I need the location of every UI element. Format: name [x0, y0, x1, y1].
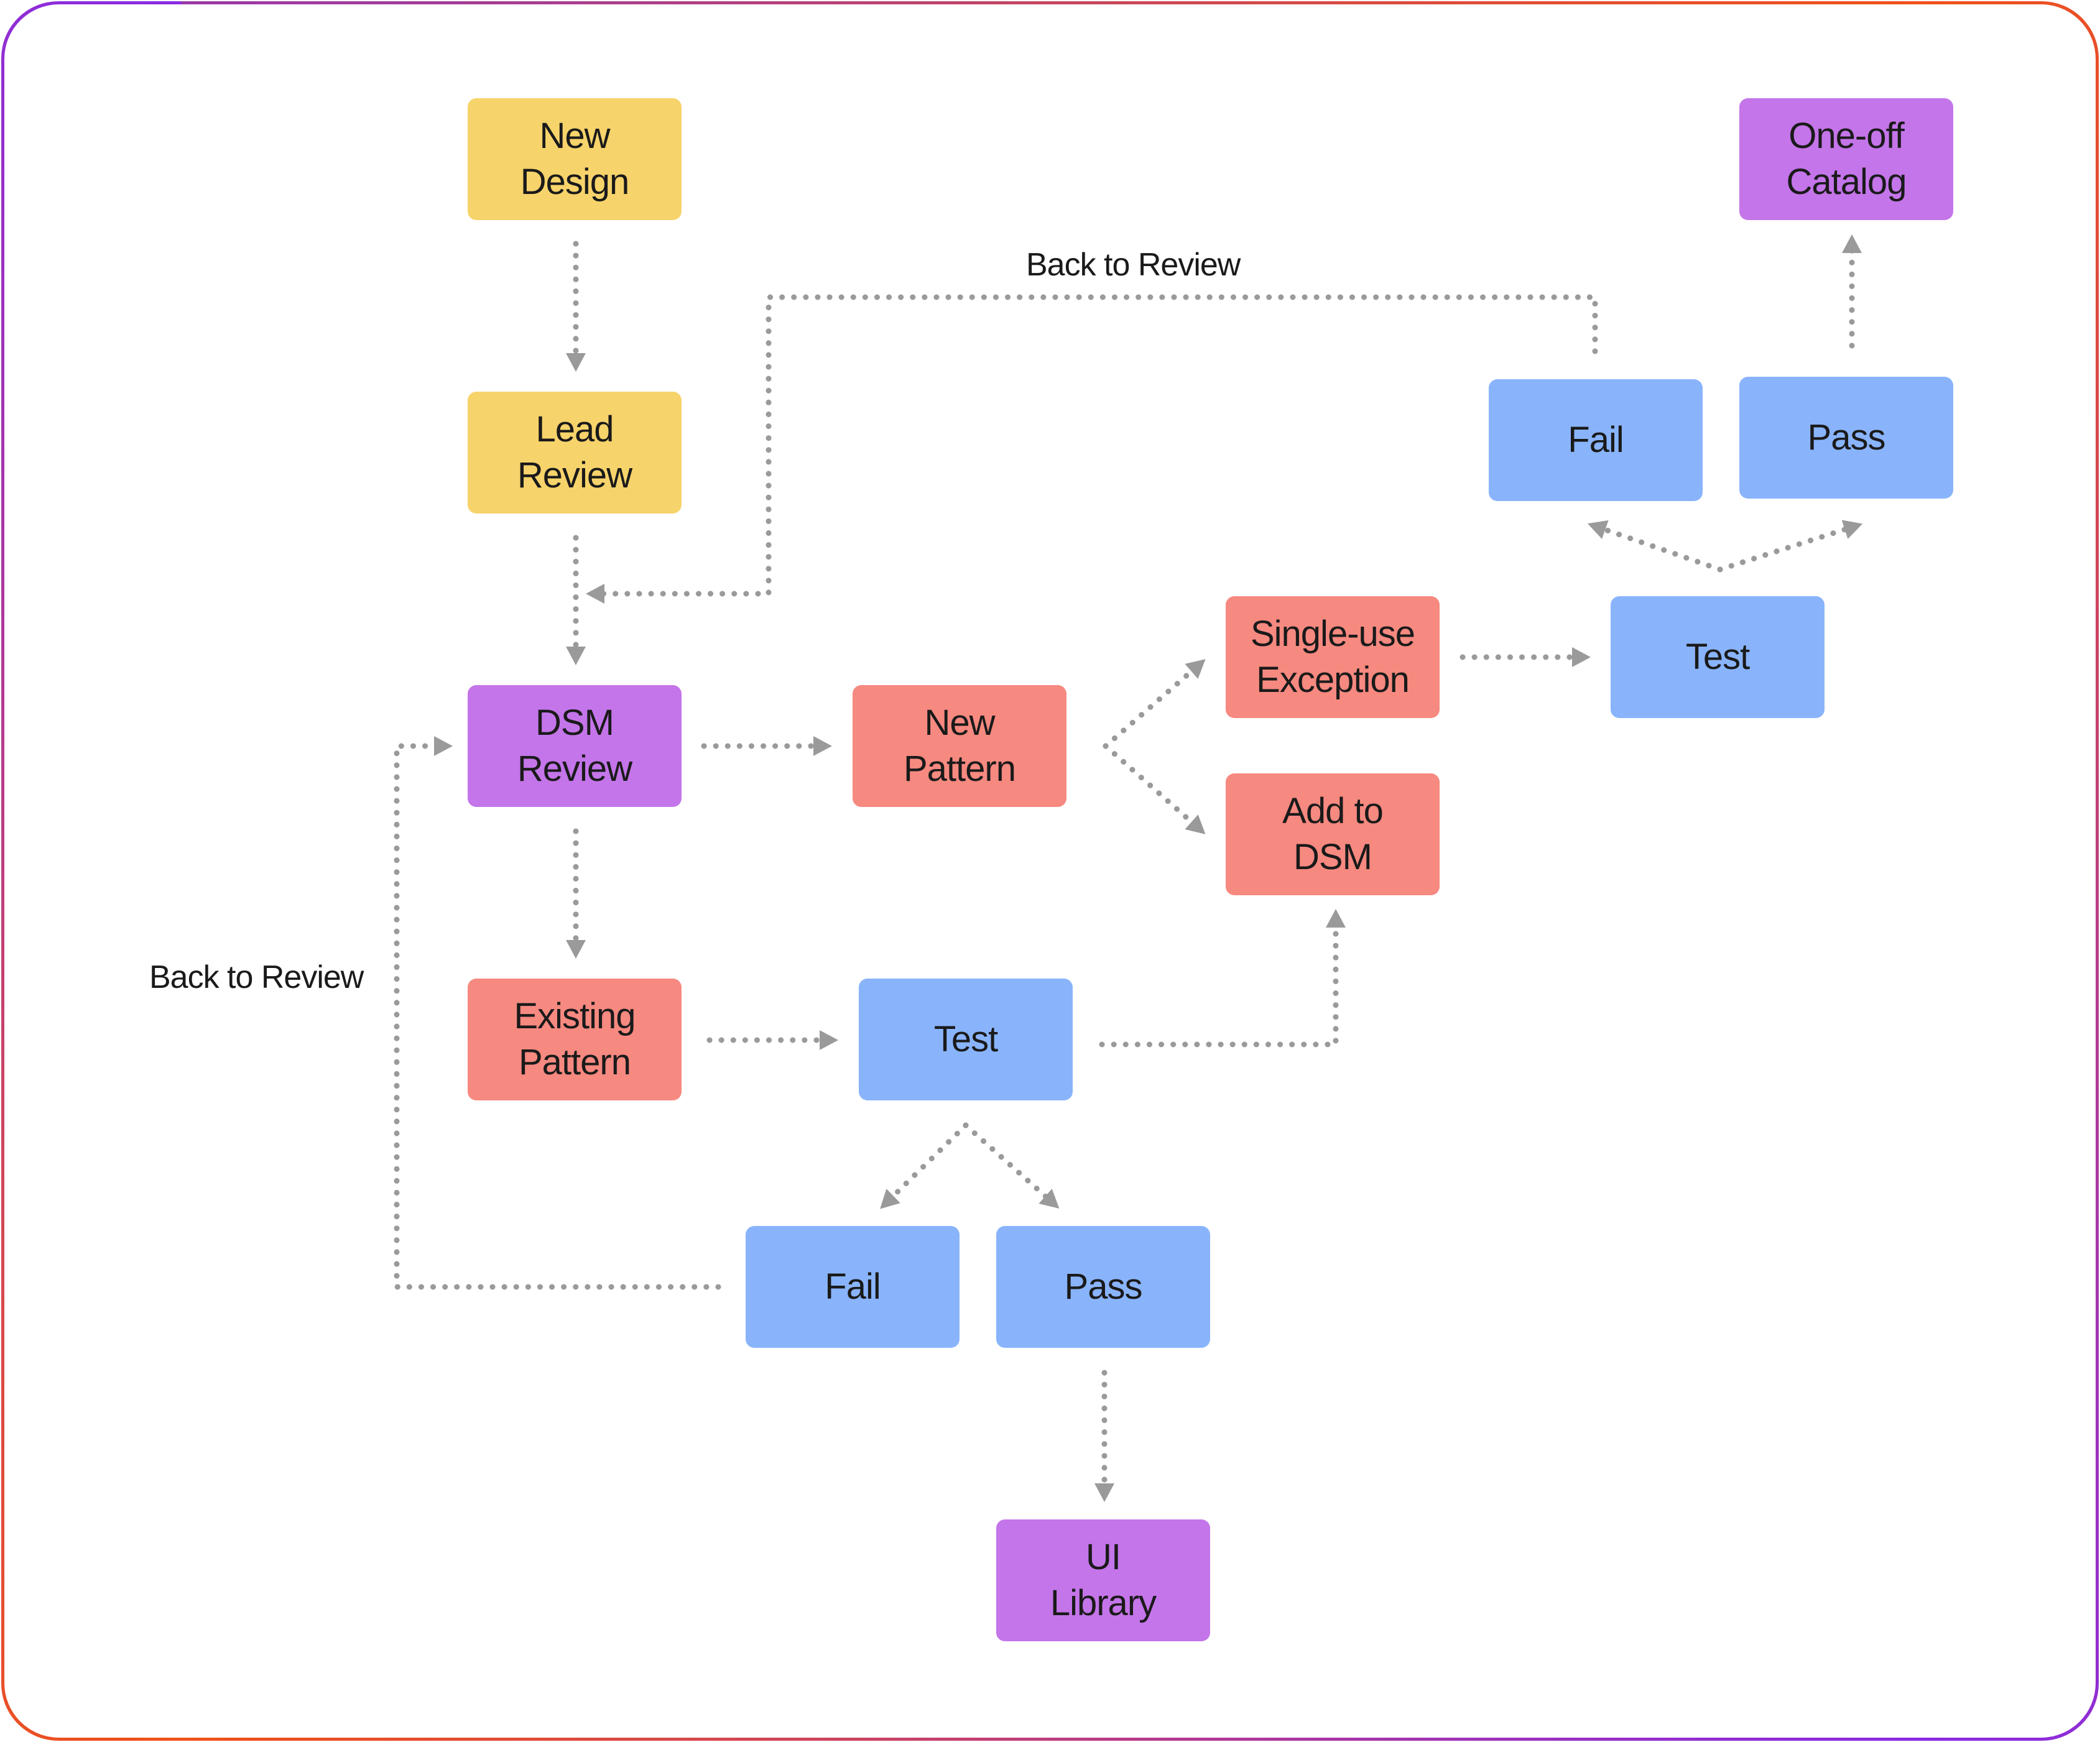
node-lead-review-line1: Lead: [535, 409, 614, 449]
node-existing-pattern-line1: Existing: [514, 996, 636, 1036]
node-new-pattern[interactable]: New Pattern: [853, 685, 1066, 807]
node-existing-pattern-line2: Pattern: [519, 1042, 631, 1082]
node-add-to-dsm-line1: Add to: [1282, 791, 1384, 831]
node-fail-top-line1: Fail: [1568, 420, 1624, 460]
node-dsm-review-line2: Review: [517, 749, 632, 789]
node-test-exception-line1: Test: [1685, 637, 1750, 677]
node-one-off-catalog-line1: One-off: [1788, 116, 1904, 156]
node-dsm-review[interactable]: DSM Review: [468, 685, 682, 807]
edge-label-back-to-review-left: Back to Review: [149, 959, 364, 995]
node-test-existing-line1: Test: [933, 1019, 998, 1059]
node-pass-bottom-line1: Pass: [1064, 1266, 1143, 1307]
node-ui-library-line2: Library: [1050, 1583, 1157, 1623]
node-add-to-dsm-line2: DSM: [1293, 837, 1372, 877]
node-existing-pattern[interactable]: Existing Pattern: [468, 979, 682, 1100]
node-test-existing[interactable]: Test: [859, 979, 1073, 1100]
node-new-design-line1: New: [539, 116, 610, 156]
node-pass-bottom[interactable]: Pass: [996, 1226, 1210, 1348]
node-single-use-exception-line1: Single-use: [1250, 614, 1415, 654]
node-add-to-dsm[interactable]: Add to DSM: [1226, 773, 1440, 895]
node-lead-review[interactable]: Lead Review: [468, 392, 682, 514]
node-single-use-exception-line2: Exception: [1256, 660, 1410, 700]
node-new-design-line2: Design: [520, 162, 630, 202]
edge-label-back-to-review-top: Back to Review: [1026, 247, 1241, 283]
node-fail-bottom[interactable]: Fail: [746, 1226, 960, 1348]
node-fail-top[interactable]: Fail: [1489, 379, 1703, 501]
node-new-design[interactable]: New Design: [468, 98, 682, 220]
node-fail-bottom-line1: Fail: [825, 1266, 881, 1307]
node-pass-top-line1: Pass: [1807, 417, 1886, 458]
node-new-pattern-line2: Pattern: [904, 749, 1016, 789]
node-one-off-catalog-line2: Catalog: [1786, 162, 1907, 202]
node-test-exception[interactable]: Test: [1611, 596, 1825, 718]
node-ui-library[interactable]: UI Library: [996, 1519, 1210, 1641]
node-dsm-review-line1: DSM: [535, 703, 614, 743]
node-pass-top[interactable]: Pass: [1739, 377, 1953, 499]
node-lead-review-line2: Review: [517, 455, 632, 495]
node-ui-library-line1: UI: [1086, 1537, 1121, 1577]
node-single-use-exception[interactable]: Single-use Exception: [1226, 596, 1440, 718]
node-new-pattern-line1: New: [924, 703, 995, 743]
node-one-off-catalog[interactable]: One-off Catalog: [1739, 98, 1953, 220]
